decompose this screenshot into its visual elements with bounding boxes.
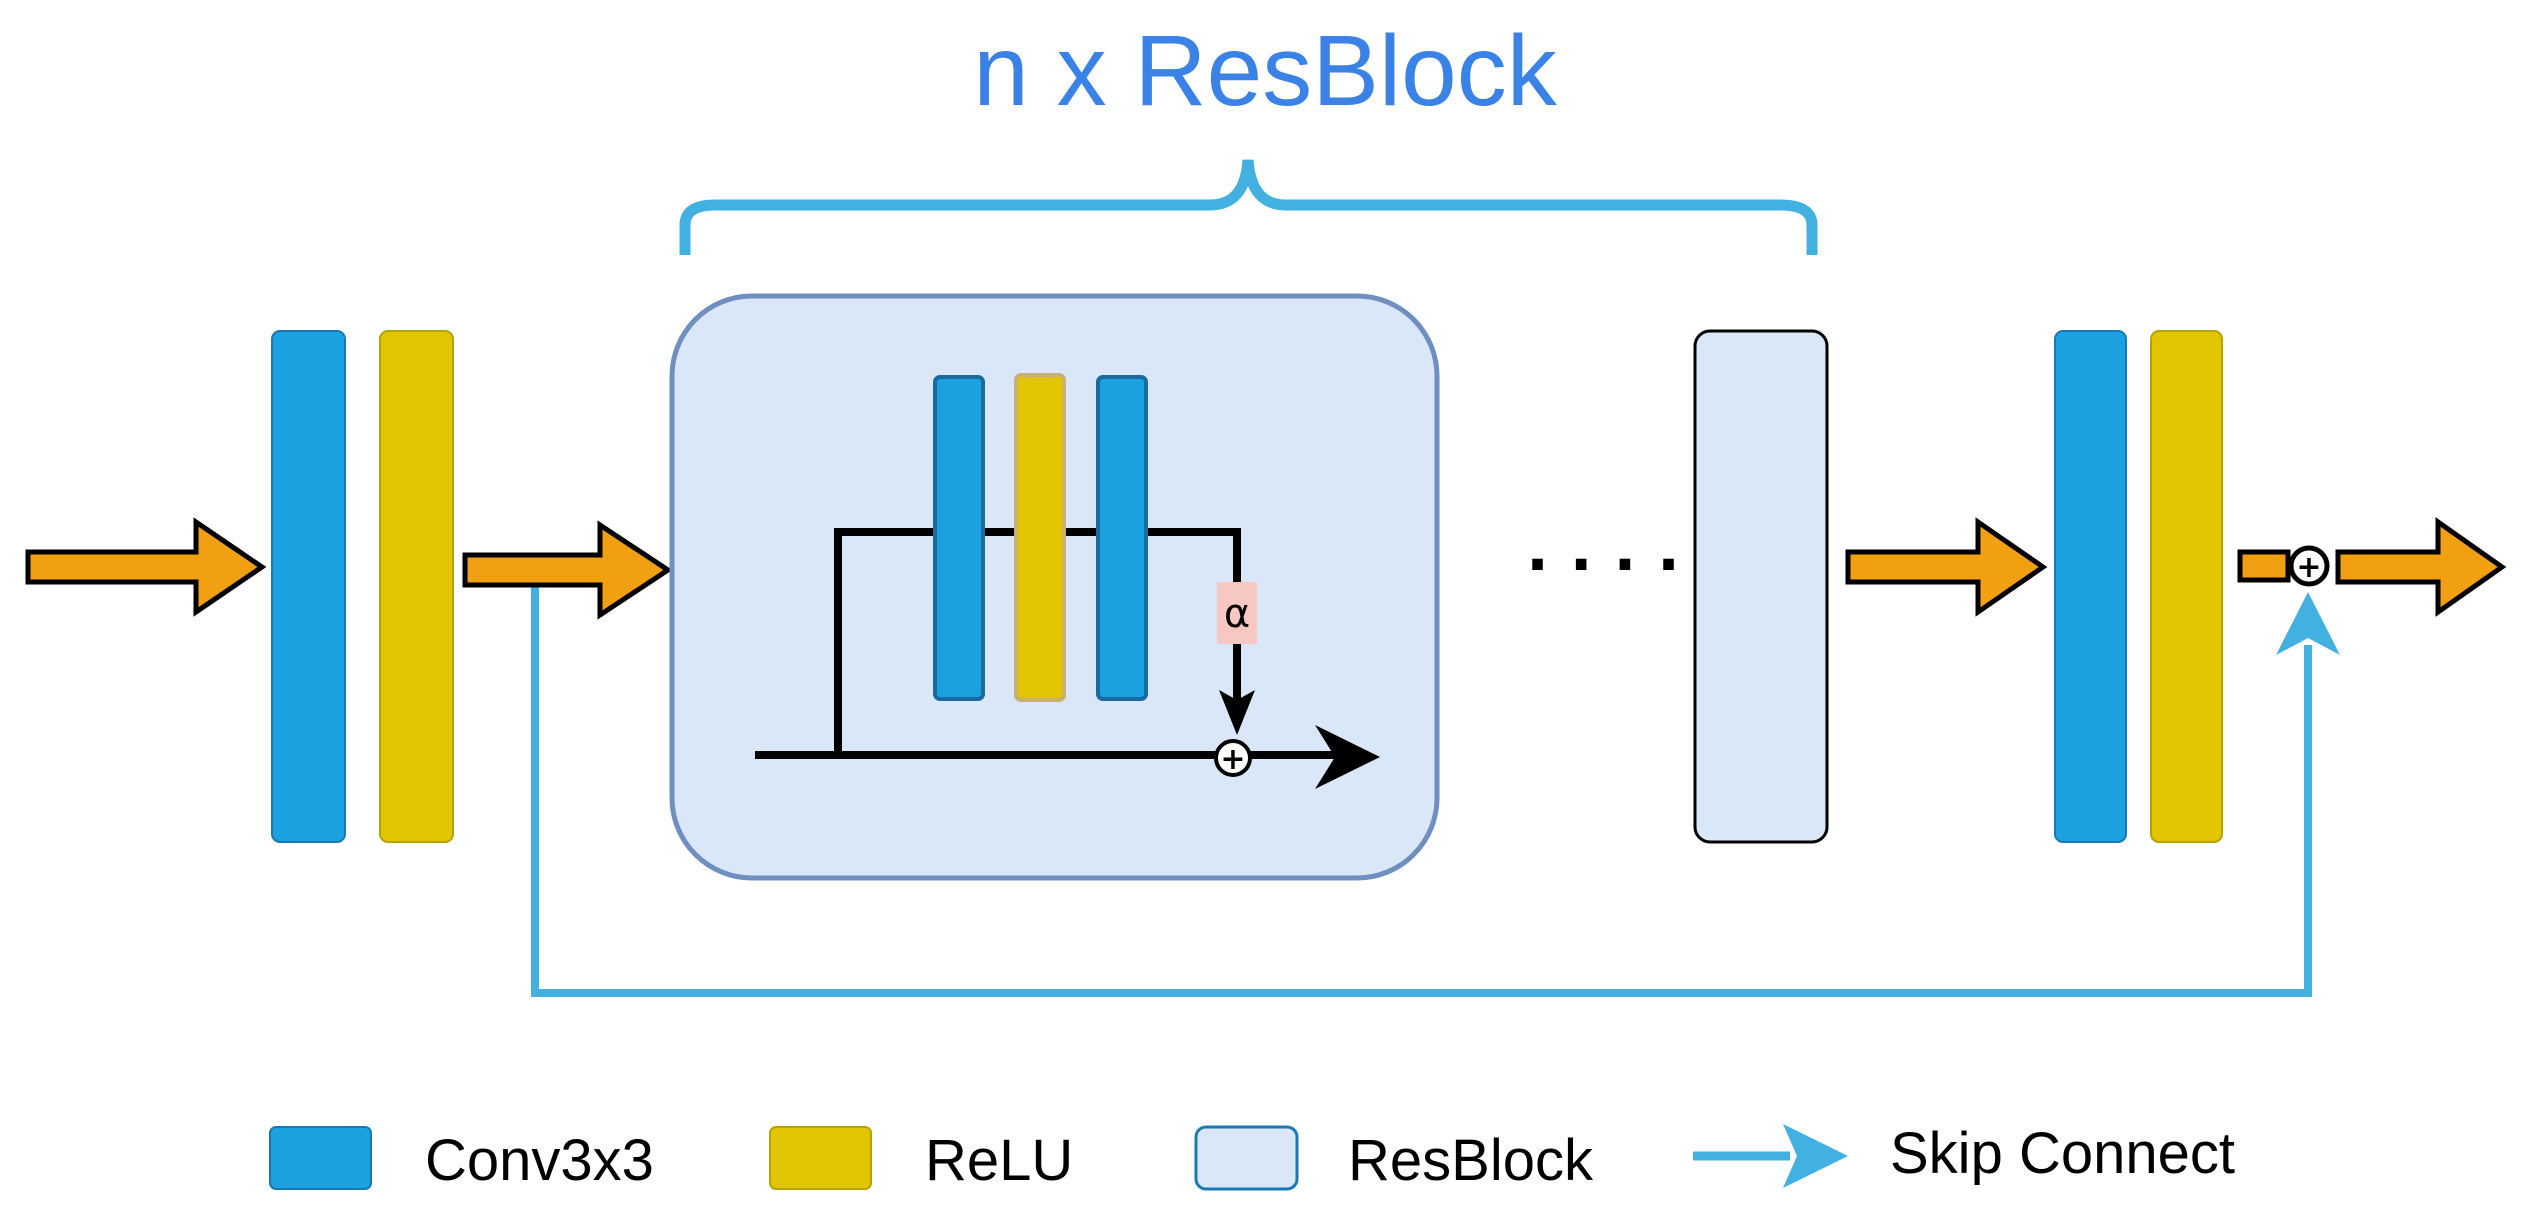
arrow-to-final-conv — [1845, 517, 2048, 617]
conv-layer-2 — [2054, 330, 2127, 843]
alpha-label: α — [1224, 591, 1250, 637]
arrow-to-resblock — [462, 520, 673, 620]
relu-layer-2 — [2150, 330, 2223, 843]
alpha-down-arrowhead — [1219, 690, 1255, 735]
legend-label-resblock: ResBlock — [1348, 1128, 1594, 1193]
inner-output-arrowhead — [1315, 725, 1380, 789]
repeat-ellipsis: · · · · — [1526, 530, 1680, 600]
diagram-title: n x ResBlock — [973, 15, 1558, 127]
pre-sum-stub — [2237, 549, 2291, 583]
inner-conv-2 — [1096, 375, 1148, 701]
skip-connection-arrowhead — [2276, 592, 2340, 655]
conv-layer-1 — [271, 330, 346, 843]
inner-relu — [1014, 373, 1066, 702]
legend-label-skip: Skip Connect — [1890, 1121, 2235, 1186]
inner-plus-symbol: + — [1220, 742, 1245, 777]
input-arrow — [25, 517, 267, 617]
relu-swatch — [769, 1126, 872, 1190]
skip-arrow-swatch-head — [1783, 1124, 1848, 1188]
inner-conv-1 — [933, 375, 985, 701]
alpha-box — [1217, 582, 1257, 644]
resblock-swatch — [1194, 1125, 1299, 1191]
group-brace — [679, 159, 1818, 255]
output-arrow — [2335, 517, 2507, 617]
skip-connection-line — [531, 585, 2312, 997]
relu-layer-1 — [379, 330, 454, 843]
conv-swatch — [269, 1126, 372, 1190]
legend-label-conv: Conv3x3 — [425, 1128, 654, 1193]
resblock-collapsed — [1693, 329, 1829, 844]
legend-label-relu: ReLU — [925, 1128, 1073, 1193]
output-sum-node — [2288, 545, 2330, 587]
inner-sum-node — [1214, 739, 1252, 777]
output-plus-symbol: + — [2296, 550, 2321, 585]
